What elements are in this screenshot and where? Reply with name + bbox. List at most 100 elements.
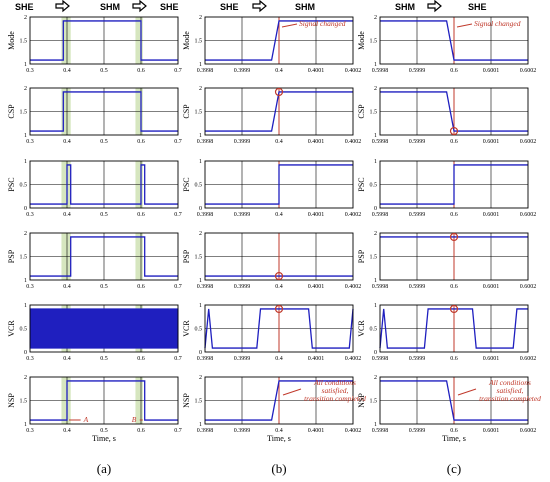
x-tick-label: 0.5999: [409, 139, 426, 145]
x-tick-label: 0.6: [450, 68, 458, 74]
y-axis-label: PSC: [182, 177, 191, 191]
series-line: [30, 236, 178, 277]
x-tick-label: 0.6001: [483, 139, 500, 145]
y-tick-label: 2: [199, 375, 202, 381]
y-tick-label: 1: [24, 422, 27, 428]
x-tick-label: 0.4001: [308, 139, 325, 145]
y-tick-label: 1: [199, 159, 202, 165]
x-tick-label: 0.6: [137, 356, 145, 362]
x-tick-label: 0.3999: [234, 284, 251, 290]
x-tick-label: 0.6: [137, 428, 145, 434]
y-tick-label: 1: [374, 278, 377, 284]
y-tick-label: 1: [374, 159, 377, 165]
y-tick-label: 2: [199, 15, 202, 21]
x-tick-label: 0.6002: [520, 139, 537, 145]
y-tick-label: 0.5: [20, 183, 28, 189]
x-tick-label: 0.4: [275, 428, 283, 434]
x-tick-label: 0.6: [450, 212, 458, 218]
y-tick-label: 0: [199, 206, 202, 212]
y-tick-label: 1.5: [195, 399, 203, 405]
x-tick-label: 0.4: [63, 356, 71, 362]
x-tick-label: 0.3998: [197, 428, 214, 434]
y-axis-label: VCR: [182, 320, 191, 337]
column-header-label: SHE: [468, 2, 487, 12]
x-tick-label: 0.4: [63, 212, 71, 218]
y-tick-label: 1: [24, 159, 27, 165]
annotation-arrow: [456, 23, 473, 28]
y-tick-label: 1.5: [195, 39, 203, 45]
y-tick-label: 2: [374, 15, 377, 21]
y-tick-label: 1.5: [370, 399, 378, 405]
x-tick-label: 0.3999: [234, 356, 251, 362]
x-tick-label: 0.4002: [345, 68, 362, 74]
subplot-frame: [204, 376, 354, 425]
panel-letter: (c): [447, 461, 461, 476]
y-tick-label: 1: [24, 133, 27, 139]
x-tick-label: 0.6: [450, 356, 458, 362]
y-tick-label: 0.5: [195, 183, 203, 189]
series-line: [204, 308, 354, 349]
y-axis-label: NSP: [182, 393, 191, 408]
y-tick-label: 1: [199, 303, 202, 309]
x-tick-label: 0.5: [100, 212, 108, 218]
x-tick-label: 0.6: [450, 284, 458, 290]
column-header-label: SHM: [395, 2, 415, 12]
y-axis-label: PSC: [357, 177, 366, 191]
y-tick-label: 1: [199, 278, 202, 284]
x-tick-label: 0.6: [450, 139, 458, 145]
x-tick-label: 0.3: [26, 284, 34, 290]
y-tick-label: 1.5: [195, 255, 203, 261]
x-tick-label: 0.4: [63, 139, 71, 145]
x-tick-label: 0.7: [174, 139, 182, 145]
y-tick-label: 1.5: [370, 110, 378, 116]
annotation-text: Signal changed: [474, 19, 521, 28]
y-axis-label: PSP: [357, 249, 366, 263]
subplot-frame: [29, 16, 179, 65]
x-tick-label: 0.3999: [234, 428, 251, 434]
x-tick-label: 0.4002: [345, 428, 362, 434]
x-tick-label: 0.6001: [483, 212, 500, 218]
y-tick-label: 0.5: [20, 327, 28, 333]
x-tick-label: 0.5999: [409, 428, 426, 434]
x-tick-label: 0.6002: [520, 212, 537, 218]
x-tick-label: 0.5998: [372, 284, 389, 290]
y-tick-label: 1: [24, 303, 27, 309]
series-line: [30, 380, 178, 421]
x-tick-label: 0.4002: [345, 139, 362, 145]
y-axis-label: Mode: [182, 31, 191, 50]
y-tick-label: 0.5: [195, 327, 203, 333]
x-tick-label: 0.7: [174, 356, 182, 362]
x-tick-label: 0.6001: [483, 284, 500, 290]
x-tick-label: 0.6: [137, 139, 145, 145]
y-axis-label: CSP: [357, 104, 366, 119]
x-tick-label: 0.3998: [197, 284, 214, 290]
series-line: [30, 20, 178, 61]
series-fill-area: [29, 308, 179, 349]
y-axis-label: Mode: [357, 31, 366, 50]
subplot-frame: [204, 160, 354, 209]
x-tick-label: 0.5: [100, 284, 108, 290]
x-tick-label: 0.4: [275, 139, 283, 145]
y-axis-label: CSP: [182, 104, 191, 119]
series-line: [380, 91, 528, 132]
x-tick-label: 0.6: [137, 284, 145, 290]
panel-letter: (b): [271, 461, 286, 476]
transition-arrow-icon: [55, 0, 70, 13]
x-tick-label: 0.6: [137, 212, 145, 218]
series-line: [30, 91, 178, 132]
x-tick-label: 0.5999: [409, 284, 426, 290]
x-tick-label: 0.5998: [372, 428, 389, 434]
y-tick-label: 1.5: [20, 39, 28, 45]
x-tick-label: 0.4001: [308, 212, 325, 218]
panel-letter: (a): [97, 461, 111, 476]
y-axis-label: PSP: [182, 249, 191, 263]
x-axis-label: Time, s: [267, 434, 291, 443]
y-tick-label: 1: [199, 422, 202, 428]
x-tick-label: 0.5999: [409, 356, 426, 362]
series-line: [205, 164, 353, 205]
x-tick-label: 0.4: [63, 68, 71, 74]
y-tick-label: 0.5: [370, 183, 378, 189]
y-tick-label: 2: [199, 86, 202, 92]
y-tick-label: 1: [374, 133, 377, 139]
